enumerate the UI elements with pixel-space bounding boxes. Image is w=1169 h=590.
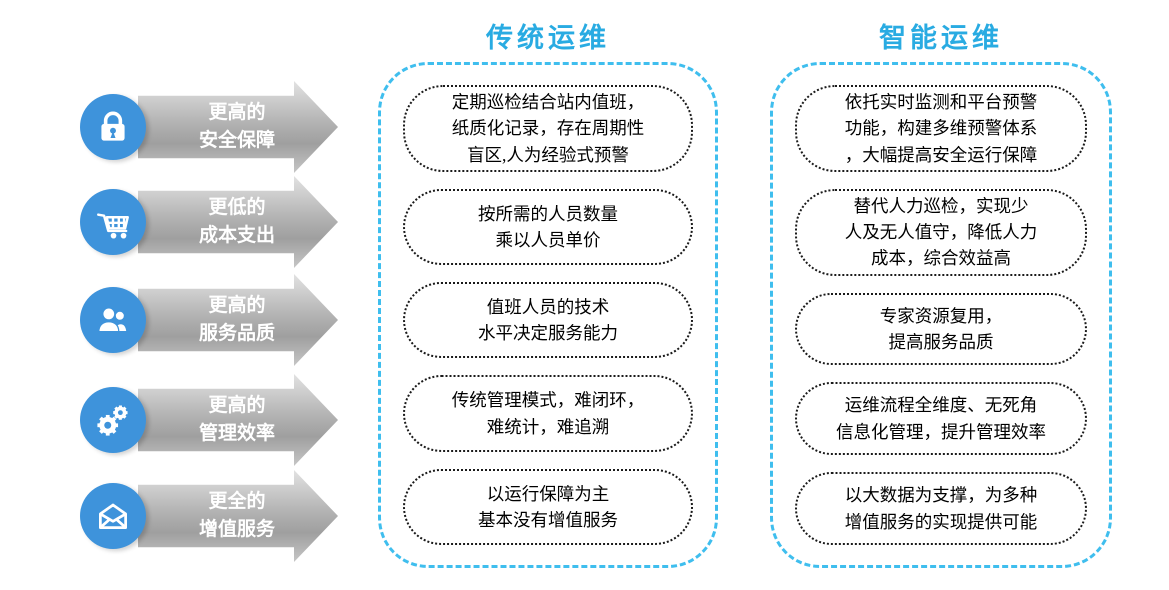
benefit-label: 更高的 安全保障 [198, 102, 275, 151]
smart-column-title: 智能运维 [879, 23, 1003, 53]
benefit-label: 更高的 管理效率 [198, 395, 275, 444]
traditional-box-value: 以运行保障为主 基本没有增值服务 [403, 468, 693, 545]
traditional-box-service: 值班人员的技术 水平决定服务能力 [403, 282, 693, 359]
arrow-shape [138, 274, 338, 366]
benefit-row-service: 更高的 服务品质 [80, 274, 342, 366]
traditional-box-cost: 按所需的人员数量 乘以人员单价 [403, 188, 693, 266]
lock-icon [80, 94, 146, 160]
smart-box-management: 运维流程全维度、无死角 信息化管理，提升管理效率 [795, 382, 1087, 456]
benefit-row-value-added: 更全的 增值服务 [80, 470, 342, 562]
smart-box-security: 依托实时监测和平台预警 功能，构建多维预警体系 ，大幅提高安全运行保障 [795, 85, 1087, 172]
traditional-panel: 定期巡检结合站内值班， 纸质化记录，存在周期性 盲区,人为经验式预警 按所需的人… [378, 62, 718, 568]
benefit-label: 更全的 增值服务 [198, 491, 275, 540]
benefit-row-security: 更高的 安全保障 [80, 81, 342, 173]
traditional-box-security: 定期巡检结合站内值班， 纸质化记录，存在周期性 盲区,人为经验式预警 [403, 85, 693, 172]
arrow-shape [138, 81, 338, 173]
smart-box-service: 专家资源复用， 提高服务品质 [795, 292, 1087, 366]
benefit-row-management: 更高的 管理效率 [80, 374, 342, 466]
smart-panel: 依托实时监测和平台预警 功能，构建多维预警体系 ，大幅提高安全运行保障 替代人力… [770, 62, 1112, 568]
benefit-row-cost: 更低的 成本支出 [80, 176, 342, 268]
gears-icon [80, 387, 146, 453]
cart-icon [80, 189, 146, 255]
traditional-column-title: 传统运维 [486, 23, 610, 53]
benefit-label: 更高的 服务品质 [198, 295, 275, 344]
smart-box-value: 以大数据为支撑，为多种 增值服务的实现提供可能 [795, 472, 1087, 545]
benefit-label: 更低的 成本支出 [198, 197, 275, 246]
arrow-shape [138, 374, 338, 466]
users-icon [80, 287, 146, 353]
arrow-shape [138, 470, 338, 562]
traditional-box-management: 传统管理模式，难闭环， 难统计，难追溯 [403, 375, 693, 452]
smart-box-cost: 替代人力巡检，实现少 人及无人值守，降低人力 成本，综合效益高 [795, 188, 1087, 276]
envelope-icon [80, 483, 146, 549]
arrow-shape [138, 176, 338, 268]
